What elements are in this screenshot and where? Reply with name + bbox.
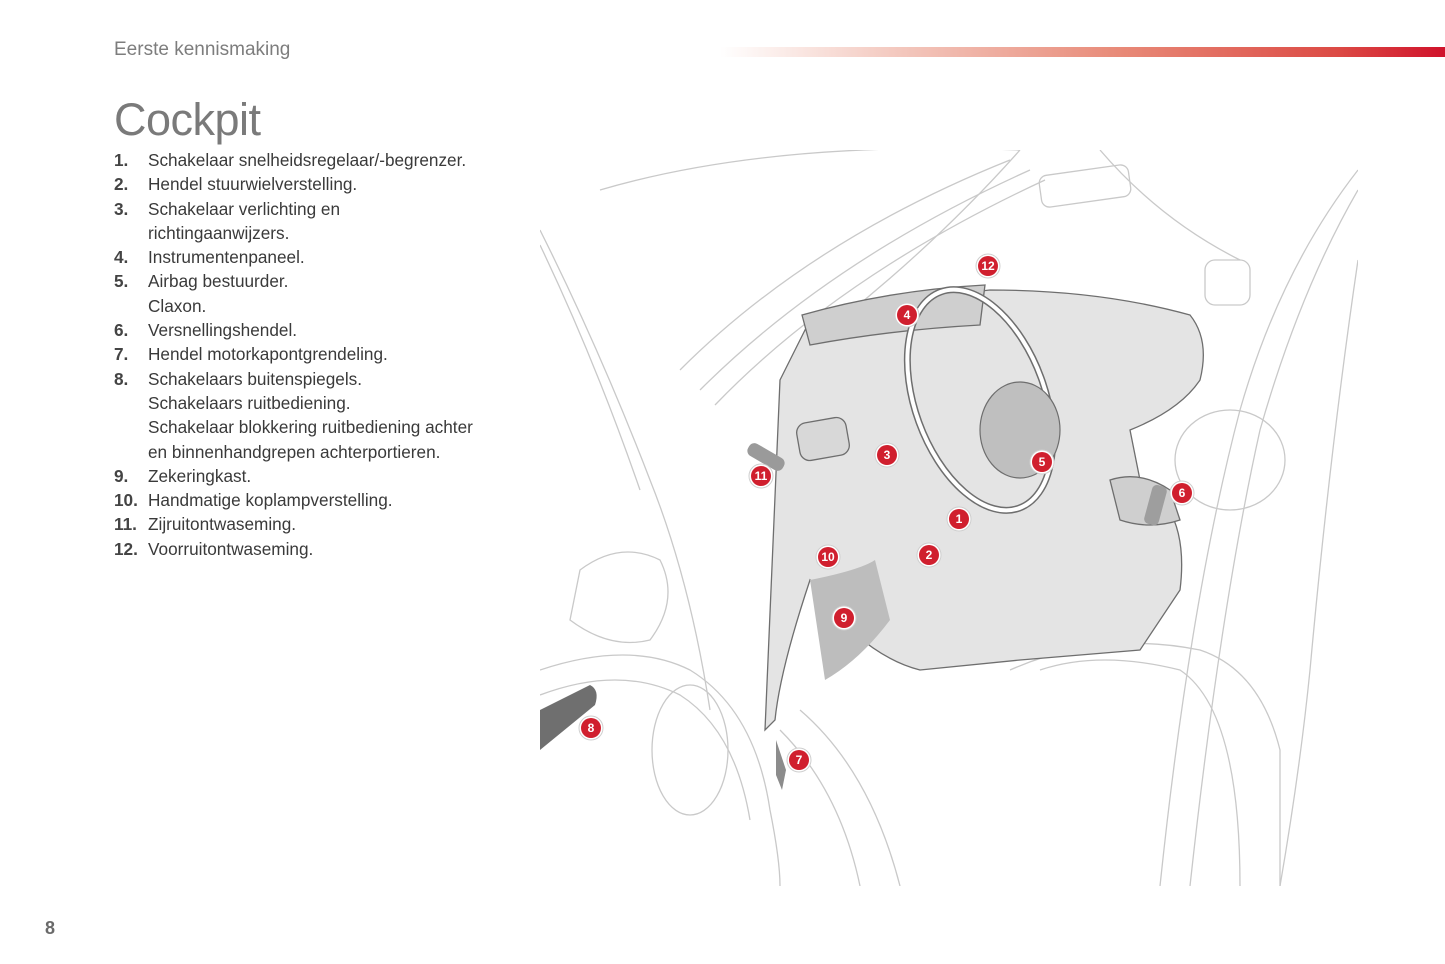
legend-number: 11. <box>114 514 137 535</box>
legend-item: 5. Airbag bestuurder. Claxon. <box>114 269 473 318</box>
marker-7: 7 <box>786 747 812 773</box>
cockpit-illustration: 1 2 3 4 5 6 7 8 9 10 11 12 <box>540 150 1358 886</box>
marker-6: 6 <box>1169 480 1195 506</box>
dashboard <box>540 284 1204 790</box>
callout-markers: 1 2 3 4 5 6 7 8 9 10 11 12 <box>578 253 1195 773</box>
legend-text: Schakelaars ruitbediening. <box>148 392 351 413</box>
legend-item: 10. Handmatige koplampverstelling. <box>114 488 473 512</box>
legend-number: 2. <box>114 174 129 195</box>
svg-text:6: 6 <box>1179 486 1186 500</box>
legend-text: Hendel motorkapontgrendeling. <box>148 344 388 365</box>
legend-item: 8. Schakelaars buitenspiegels. Schakelaars… <box>114 367 473 464</box>
legend-number: 9. <box>114 465 129 486</box>
legend-item: 2. Hendel stuurwielverstelling. <box>114 172 473 196</box>
legend-item: 4. Instrumentenpaneel. <box>114 245 473 269</box>
svg-text:10: 10 <box>821 550 835 564</box>
header-accent-bar <box>720 47 1445 57</box>
legend-number: 3. <box>114 198 129 219</box>
legend-number: 5. <box>114 271 129 292</box>
svg-text:1: 1 <box>956 512 963 526</box>
car-outline-lines <box>540 150 1358 886</box>
marker-9: 9 <box>831 605 857 631</box>
legend-text: Hendel stuurwielverstelling. <box>148 174 358 195</box>
marker-2: 2 <box>916 542 942 568</box>
legend-text: Schakelaars buitenspiegels. <box>148 368 363 389</box>
legend-text: richtingaanwijzers. <box>148 222 290 243</box>
legend-number: 6. <box>114 320 129 341</box>
section-title: Eerste kennismaking <box>114 39 291 60</box>
legend-text: en binnenhandgrepen achterportieren. <box>148 441 441 462</box>
legend-number: 7. <box>114 344 129 365</box>
svg-text:7: 7 <box>796 753 803 767</box>
marker-3: 3 <box>874 442 900 468</box>
marker-8: 8 <box>578 715 604 741</box>
legend-text: Airbag bestuurder. <box>148 271 289 292</box>
legend-text: Voorruitontwaseming. <box>148 538 314 559</box>
svg-text:3: 3 <box>884 448 891 462</box>
legend-number: 10. <box>114 490 138 511</box>
svg-text:11: 11 <box>755 469 768 483</box>
page-title: Cockpit <box>114 94 261 145</box>
marker-11: 11 <box>748 463 774 489</box>
legend-list: 1. Schakelaar snelheidsregelaar/-begrenze… <box>114 148 473 561</box>
marker-10: 10 <box>815 544 841 570</box>
svg-text:12: 12 <box>981 259 995 273</box>
legend-number: 8. <box>114 368 129 389</box>
legend-item: 6. Versnellingshendel. <box>114 318 473 342</box>
legend-item: 3. Schakelaar verlichting en richtingaanwi… <box>114 197 473 246</box>
legend-text: Claxon. <box>148 295 207 316</box>
legend-item: 9. Zekeringkast. <box>114 464 473 488</box>
legend-text: Zekeringkast. <box>148 465 252 486</box>
svg-text:8: 8 <box>588 721 595 735</box>
legend-text: Schakelaar blokkering ruitbediening acht… <box>148 417 473 438</box>
legend-text: Schakelaar snelheidsregelaar/-begrenzer. <box>148 150 467 170</box>
legend-number: 1. <box>114 150 129 170</box>
marker-4: 4 <box>894 302 920 328</box>
svg-text:5: 5 <box>1039 455 1046 469</box>
svg-text:2: 2 <box>926 548 933 562</box>
legend-text: Instrumentenpaneel. <box>148 247 305 268</box>
legend-text: Schakelaar verlichting en <box>148 198 341 219</box>
legend-number: 12. <box>114 538 138 559</box>
legend-item: 12. Voorruitontwaseming. <box>114 537 473 561</box>
marker-5: 5 <box>1029 449 1055 475</box>
legend-text: Zijruitontwaseming. <box>148 514 297 535</box>
legend-item: 11. Zijruitontwaseming. <box>114 512 473 536</box>
legend-item: 1. Schakelaar snelheidsregelaar/-begrenze… <box>114 148 473 172</box>
svg-text:4: 4 <box>904 308 911 322</box>
legend-item: 7. Hendel motorkapontgrendeling. <box>114 342 473 366</box>
page-number: 8 <box>45 918 56 938</box>
svg-text:9: 9 <box>841 611 848 625</box>
marker-12: 12 <box>975 253 1001 279</box>
legend-number: 4. <box>114 247 129 268</box>
legend-text: Versnellingshendel. <box>148 320 298 341</box>
marker-1: 1 <box>946 506 972 532</box>
legend-text: Handmatige koplampverstelling. <box>148 490 393 511</box>
